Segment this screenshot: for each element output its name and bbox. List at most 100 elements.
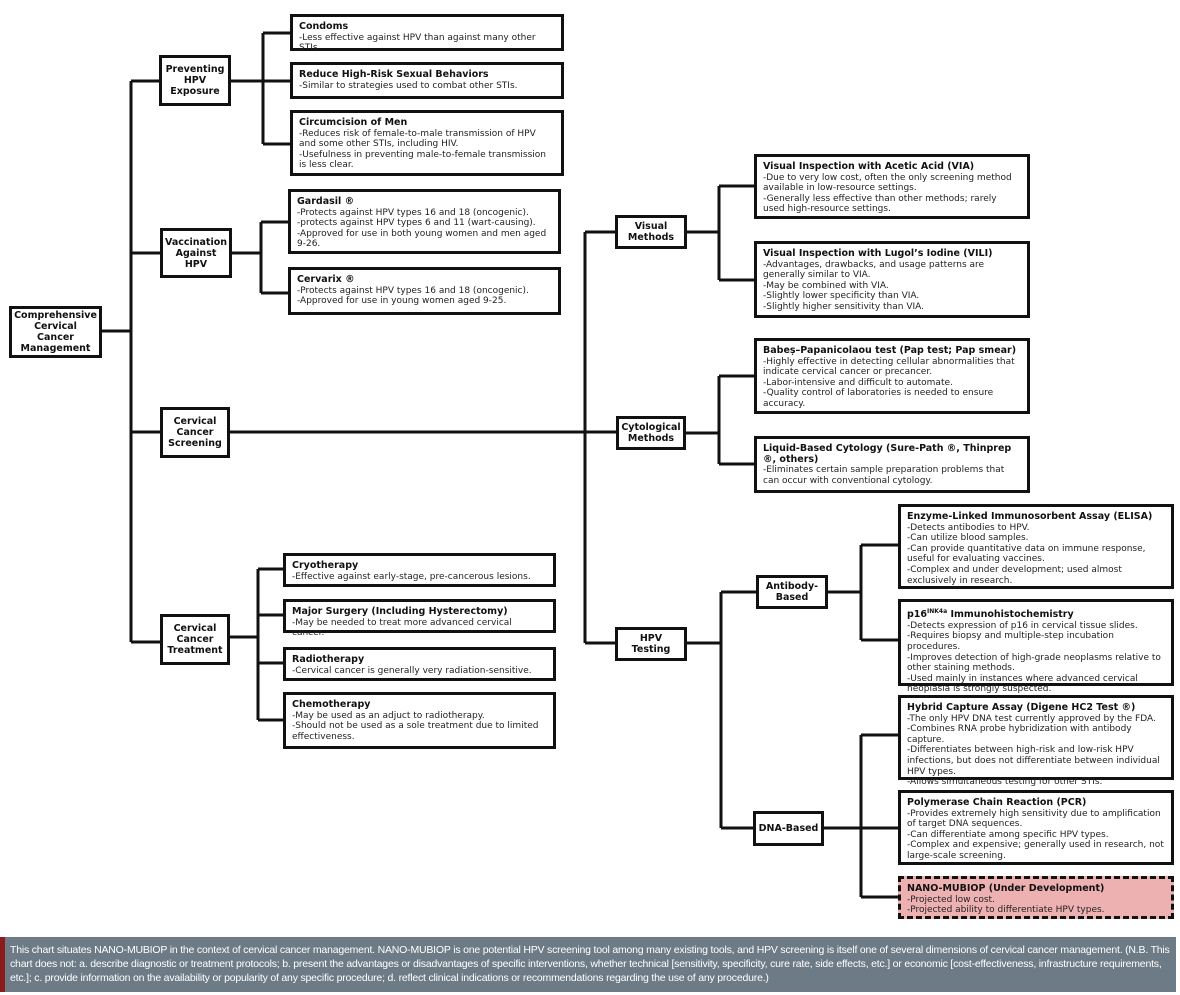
leaf-pap-test: Babeș–Papanicolaou test (Pap test; Pap s… [754, 338, 1030, 414]
category-vaccination: Vaccination Against HPV [160, 228, 232, 278]
leaf-line: -Approved for use in both young women an… [297, 228, 547, 250]
leaf-title: Cryotherapy [292, 560, 359, 571]
leaf-title-main: p16 [907, 609, 928, 621]
leaf-p16-immunohistochemistry: p16INK4a Immunohistochemistry -Detects e… [898, 599, 1174, 694]
leaf-gardasil: Gardasil ® -Protects against HPV types 1… [288, 189, 561, 254]
leaf-line: -Can provide quantitative data on immune… [907, 543, 1146, 565]
leaf-line: -Usefulness in preventing male-to-female… [299, 149, 547, 171]
leaf-title: Liquid-Based Cytology (Sure-Path ®, Thin… [763, 443, 1012, 465]
subcategory-label: DNA-Based [758, 823, 819, 834]
leaf-nano-mubiop-highlighted: NANO-MUBIOP (Under Development) -Project… [898, 876, 1174, 919]
leaf-line: -Projected ability to differentiate HPV … [907, 905, 1105, 916]
leaf-reduce-high-risk: Reduce High-Risk Sexual Behaviors -Simil… [290, 62, 564, 99]
leaf-title: Visual Inspection with Acetic Acid (VIA) [763, 161, 975, 172]
leaf-via: Visual Inspection with Acetic Acid (VIA)… [754, 154, 1030, 219]
root-label: Comprehensive Cervical Cancer Management [14, 310, 97, 354]
leaf-title: Reduce High-Risk Sexual Behaviors [299, 69, 489, 80]
leaf-line: -Reduces risk of female-to-male transmis… [299, 128, 536, 150]
leaf-line: -Detects antibodies to HPV. [907, 522, 1030, 533]
leaf-line: -Cervical cancer is generally very radia… [292, 665, 532, 676]
leaf-line: -Used mainly in instances where advanced… [907, 673, 1138, 695]
leaf-line: -May be needed to treat more advanced ce… [292, 617, 512, 639]
leaf-line: -Effective against early-stage, pre-canc… [292, 571, 531, 582]
leaf-chemotherapy: Chemotherapy -May be used as an adjuct t… [283, 692, 556, 749]
leaf-line: -Detects expression of p16 in cervical t… [907, 620, 1138, 631]
category-preventing-hpv-exposure: Preventing HPV Exposure [159, 55, 231, 106]
leaf-hybrid-capture: Hybrid Capture Assay (Digene HC2 Test ®)… [898, 695, 1174, 787]
category-treatment: Cervical Cancer Treatment [160, 614, 230, 665]
leaf-line: -Protects against HPV types 16 and 18 (o… [297, 285, 529, 296]
leaf-line: -Highly effective in detecting cellular … [763, 356, 1015, 378]
leaf-title: Cervarix ® [297, 274, 355, 285]
root-node: Comprehensive Cervical Cancer Management [9, 306, 102, 358]
leaf-line: -Complex and under development; used alm… [907, 564, 1122, 586]
leaf-line: -Generally less effective than other met… [763, 193, 997, 215]
leaf-cryotherapy: Cryotherapy -Effective against early-sta… [283, 553, 556, 587]
subcategory-label: HPV Testing [631, 633, 671, 655]
category-label: Vaccination Against HPV [164, 236, 228, 270]
leaf-line: -Requires biopsy and multiple-step incub… [907, 631, 1114, 652]
leaf-title: p16INK4a Immunohistochemistry [907, 607, 1165, 621]
leaf-title: Babeș–Papanicolaou test (Pap test; Pap s… [763, 345, 1017, 356]
leaf-line: -Due to very low cost, often the only sc… [763, 172, 1012, 194]
leaf-line: -Less effective against HPV than against… [299, 32, 536, 54]
leaf-title: NANO-MUBIOP (Under Development) [907, 883, 1105, 894]
leaf-line: -protects against HPV types 6 and 11 (wa… [297, 218, 536, 229]
leaf-major-surgery: Major Surgery (Including Hysterectomy) -… [283, 599, 556, 638]
leaf-line: -Quality control of laboratories is need… [763, 388, 994, 409]
leaf-title: Gardasil ® [297, 196, 355, 207]
leaf-line: -Complex and expensive; generally used i… [907, 840, 1164, 861]
leaf-elisa: Enzyme-Linked Immunosorbent Assay (ELISA… [898, 504, 1174, 589]
subcategory-label: Cytological Methods [621, 422, 681, 444]
leaf-line: -Differentiates between high-risk and lo… [907, 745, 1160, 777]
subcategory-label: Antibody-Based [765, 581, 819, 603]
leaf-cervarix: Cervarix ® -Protects against HPV types 1… [288, 267, 561, 315]
category-label: Preventing HPV Exposure [165, 64, 225, 97]
leaf-circumcision: Circumcision of Men -Reduces risk of fem… [290, 110, 564, 176]
leaf-line: -Protects against HPV types 16 and 18 (o… [297, 207, 529, 218]
leaf-line: -Allows simultaneous testing for other S… [907, 777, 1103, 788]
leaf-line: -Similar to strategies used to combat ot… [299, 80, 518, 91]
footer-text: This chart situates NANO-MUBIOP in the c… [10, 944, 1170, 984]
leaf-line: -Eliminates certain sample preparation p… [763, 465, 1005, 486]
subcategory-hpv-testing: HPV Testing [615, 627, 687, 661]
leaf-title: Polymerase Chain Reaction (PCR) [907, 797, 1087, 808]
leaf-line: -Should not be used as a sole treatment … [292, 721, 539, 742]
leaf-title: Radiotherapy [292, 654, 365, 665]
leaf-line: -Can utilize blood samples. [907, 533, 1029, 544]
category-screening: Cervical Cancer Screening [160, 407, 230, 458]
subcategory-label: Visual Methods [627, 221, 675, 243]
leaf-pcr: Polymerase Chain Reaction (PCR) -Provide… [898, 790, 1174, 865]
category-label: Cervical Cancer Treatment [167, 623, 223, 656]
leaf-radiotherapy: Radiotherapy -Cervical cancer is general… [283, 647, 556, 681]
leaf-title: Enzyme-Linked Immunosorbent Assay (ELISA… [907, 511, 1153, 522]
leaf-title: Hybrid Capture Assay (Digene HC2 Test ®) [907, 702, 1136, 713]
leaf-line: -May be used as an adjuct to radiotherap… [292, 710, 485, 721]
leaf-title-rest: Immunohistochemistry [947, 609, 1074, 621]
subcategory-cytological-methods: Cytological Methods [616, 416, 686, 450]
subcategory-visual-methods: Visual Methods [615, 215, 687, 249]
leaf-liquid-based-cytology: Liquid-Based Cytology (Sure-Path ®, Thin… [754, 436, 1030, 493]
leaf-line: -Combines RNA probe hybridization with a… [907, 724, 1132, 745]
category-label: Cervical Cancer Screening [168, 416, 222, 449]
leaf-condoms: Condoms -Less effective against HPV than… [290, 14, 564, 54]
leaf-vili: Visual Inspection with Lugol’s Iodine (V… [754, 241, 1030, 318]
leaf-title-superscript: INK4a [927, 608, 948, 615]
leaf-line: -Slightly lower specificity than VIA. [763, 291, 920, 302]
subcategory-dna-based: DNA-Based [753, 811, 824, 846]
leaf-title: Circumcision of Men [299, 117, 408, 128]
leaf-line: -May be combined with VIA. [763, 280, 889, 291]
leaf-line: -Advantages, drawbacks, and usage patter… [763, 259, 985, 281]
footer-caption: This chart situates NANO-MUBIOP in the c… [0, 937, 1176, 992]
leaf-title: Visual Inspection with Lugol’s Iodine (V… [763, 248, 993, 259]
leaf-title: Chemotherapy [292, 699, 371, 710]
leaf-line: -Provides extremely high sensitivity due… [907, 808, 1161, 830]
leaf-line: -Can differentiate among specific HPV ty… [907, 829, 1109, 840]
leaf-line: -The only HPV DNA test currently approve… [907, 713, 1156, 724]
leaf-line: -Projected low cost. [907, 894, 995, 905]
leaf-line: -Improves detection of high-grade neopla… [907, 652, 1161, 674]
leaf-line: -Approved for use in young women aged 9-… [297, 296, 507, 307]
leaf-line: -Labor-intensive and difficult to automa… [763, 377, 953, 388]
leaf-line: -Slightly higher sensitivity than VIA. [763, 301, 924, 312]
